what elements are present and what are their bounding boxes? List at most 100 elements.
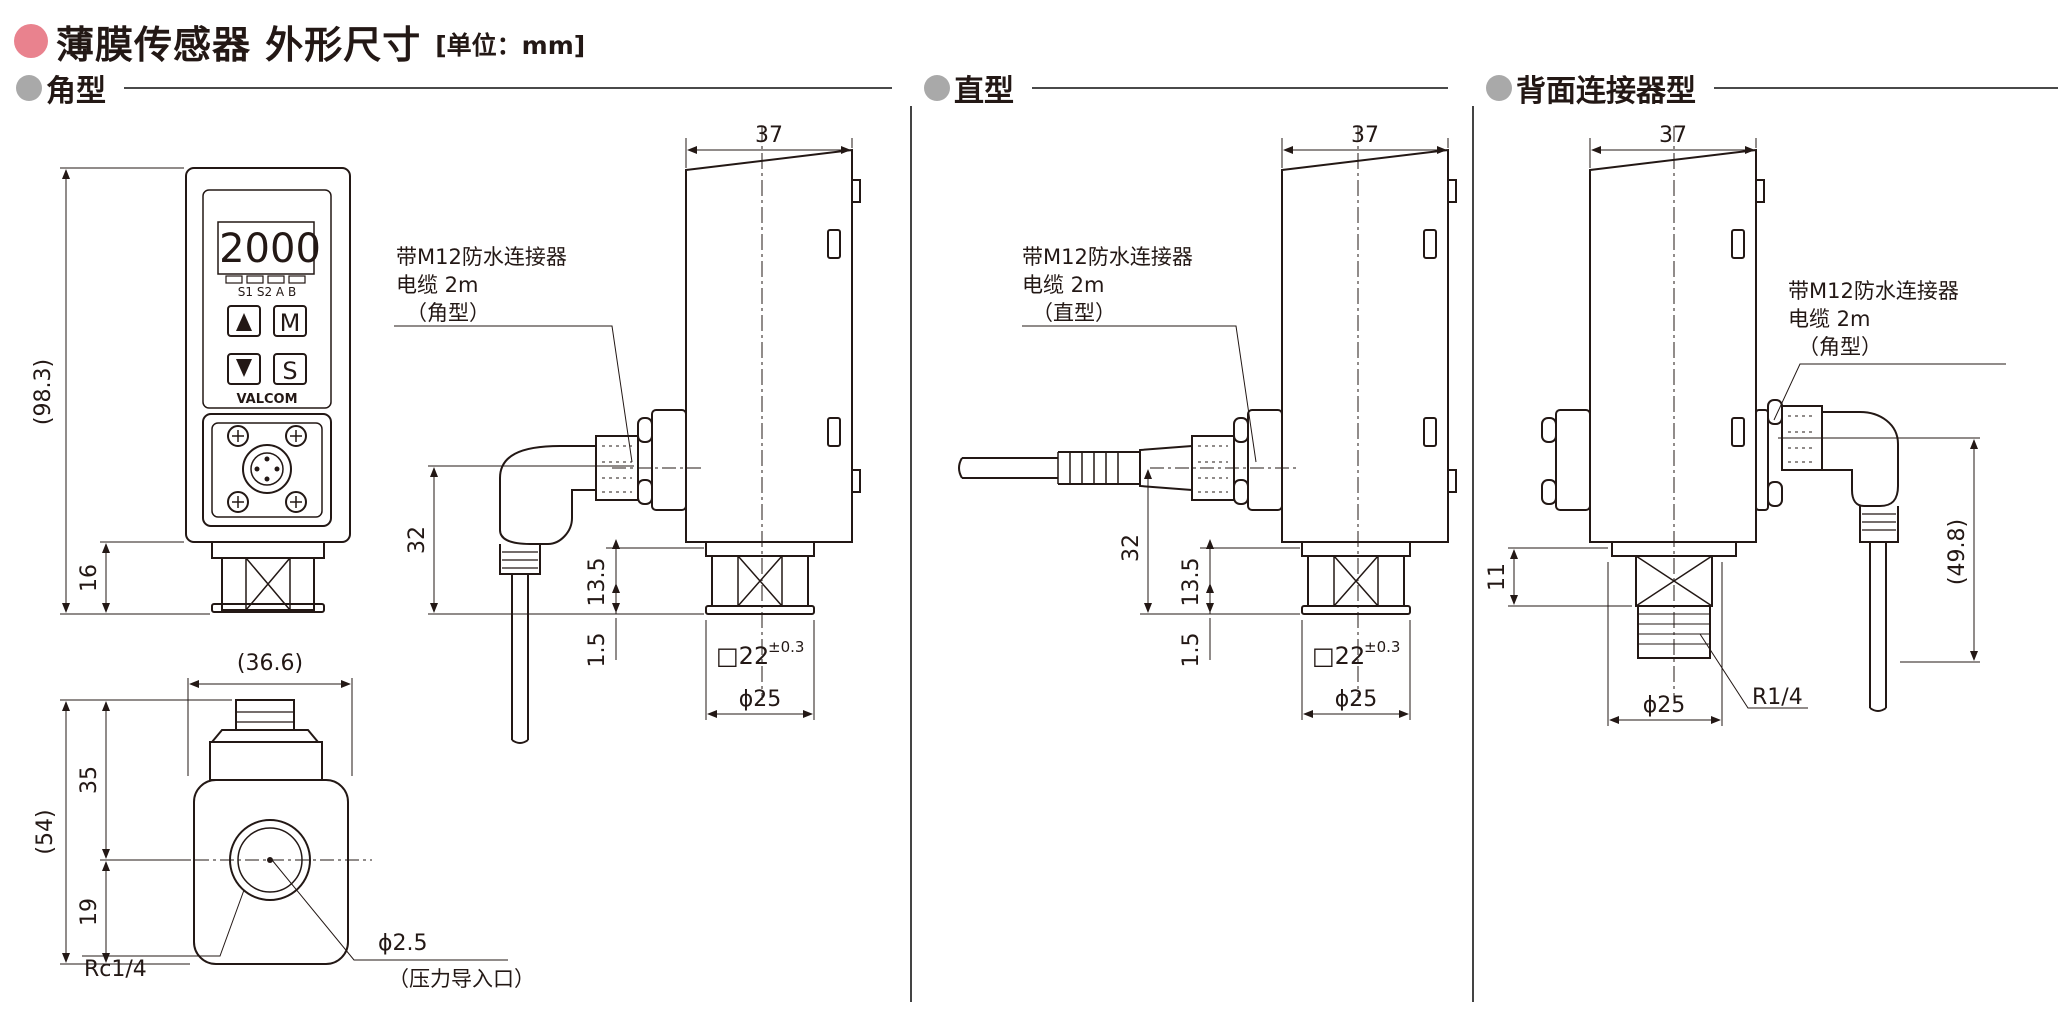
up-arrow-icon [236,313,252,331]
front-housing [185,167,351,543]
front-dimensions [60,167,210,615]
bottom-view [170,699,372,965]
screw-icon [285,491,307,513]
screw-icon [227,491,249,513]
dim-straight-square: □22 [1312,642,1365,670]
header-accent-dot [14,24,48,58]
straight-cable-line-3: （直型） [1032,301,1116,325]
rear-cable [1869,542,1887,712]
rear-elbow [1822,411,1899,507]
up-key [227,305,261,337]
dim-rear-width: 37 [1659,123,1687,148]
rear-thread-label: R1/4 [1752,685,1803,710]
m-key [273,305,307,337]
dim-straight-diameter: ϕ25 [1335,687,1378,712]
indicator-labels: S1 S2 A B [238,285,296,299]
dim-straight-hex: 13.5 [1179,558,1204,607]
section-rule [1714,87,2058,89]
straight-connector-mount [1247,409,1283,511]
section-rear-label: 背面连接器型 [1516,74,1696,109]
column-divider [910,106,912,1002]
column-divider [1472,106,1474,1002]
rear-connector-mount [1755,409,1769,511]
dim-front-port: 16 [77,564,102,592]
bottom-body [193,779,349,965]
angled-side-view [499,126,861,744]
dim-angled-tolerance: ±0.3 [768,638,804,656]
dim-angled-diameter: ϕ25 [739,687,782,712]
dim-angled-square: □22 [716,642,769,670]
front-view [185,167,351,613]
rear-side-view [1541,126,1899,712]
m-key-label: M [280,309,301,337]
rear-dimensions [1508,138,2006,726]
straight-side-view [958,126,1457,700]
section-dot [1486,75,1512,101]
page-title: 薄膜传感器 外形尺寸 [56,22,422,67]
section-straight-label: 直型 [954,74,1014,109]
dim-front-height: (98.3) [31,359,56,425]
m12-socket [242,444,292,494]
brand-logo: VALCOM [236,392,297,407]
lcd-window [217,221,315,275]
front-hex [221,557,315,611]
dim-straight-width: 37 [1351,123,1379,148]
angled-cable-line-1: 带M12防水连接器 [396,245,567,269]
dim-rear-height: (49.8) [1945,519,1970,585]
dim-rear-diameter: ϕ25 [1643,693,1686,718]
hole-label: ϕ2.5 [378,931,428,956]
screw-icon [285,425,307,447]
dim-bottom-width: (36.6) [237,651,303,676]
lcd-readout: 2000 [219,226,321,272]
s-key-label: S [282,357,297,385]
dim-angled-hex: 13.5 [585,558,610,607]
section-rule [1032,87,1448,89]
bottom-connector-nut [235,699,295,731]
straight-housing [1281,148,1449,543]
angled-cable-line-2: 电缆 2m [396,273,479,297]
rear-left-mount [1555,409,1591,511]
connector-plate [202,413,332,527]
angled-cable [511,574,529,744]
front-flange [211,541,325,559]
dim-bottom-height: (54) [33,809,58,854]
dim-angled-cable: 32 [405,526,430,554]
angled-dimensions [394,138,853,720]
front-panel [202,189,332,409]
straight-flange [1301,541,1411,557]
straight-cable-line-2: 电缆 2m [1022,273,1105,297]
dim-straight-flange: 1.5 [1179,633,1204,668]
section-rule [124,87,892,89]
section-rear-heading: 背面连接器型 [1486,68,2058,109]
rc-thread-label: Rc1/4 [84,957,147,982]
angled-flange [705,541,815,557]
rear-housing [1589,148,1757,543]
rear-cable-line-2: 电缆 2m [1788,307,1871,331]
pressure-inlet-label: （压力导入口） [388,967,535,991]
section-angled-heading: 角型 [16,68,892,109]
dim-straight-tolerance: ±0.3 [1364,638,1400,656]
page-header: 薄膜传感器 外形尺寸 [单位：mm] [14,14,585,68]
down-arrow-icon [236,359,252,377]
dim-angled-flange: 1.5 [585,633,610,668]
section-dot [924,75,950,101]
straight-dimensions [1022,138,1449,720]
bottom-dimensions [60,678,508,965]
section-angled-label: 角型 [46,74,106,109]
straight-cable [962,457,1058,479]
dim-rear-port: 11 [1485,563,1510,591]
section-straight-heading: 直型 [924,68,1448,109]
section-dot [16,75,42,101]
angled-cable-line-3: （角型） [406,301,490,325]
labels: 2000 S1 S2 A B M S VALCOM (98.3) 16 (36.… [31,123,1970,991]
dim-bottom-upper: 35 [77,766,102,794]
rear-cable-line-1: 带M12防水连接器 [1788,279,1959,303]
rear-cable-line-3: （角型） [1798,335,1882,359]
dim-straight-cable: 32 [1119,534,1144,562]
straight-plug [1139,445,1193,491]
angled-housing [685,148,853,543]
bottom-cap [209,741,323,781]
dim-bottom-lower: 19 [77,898,102,926]
unit-label: [单位：mm] [435,31,586,60]
